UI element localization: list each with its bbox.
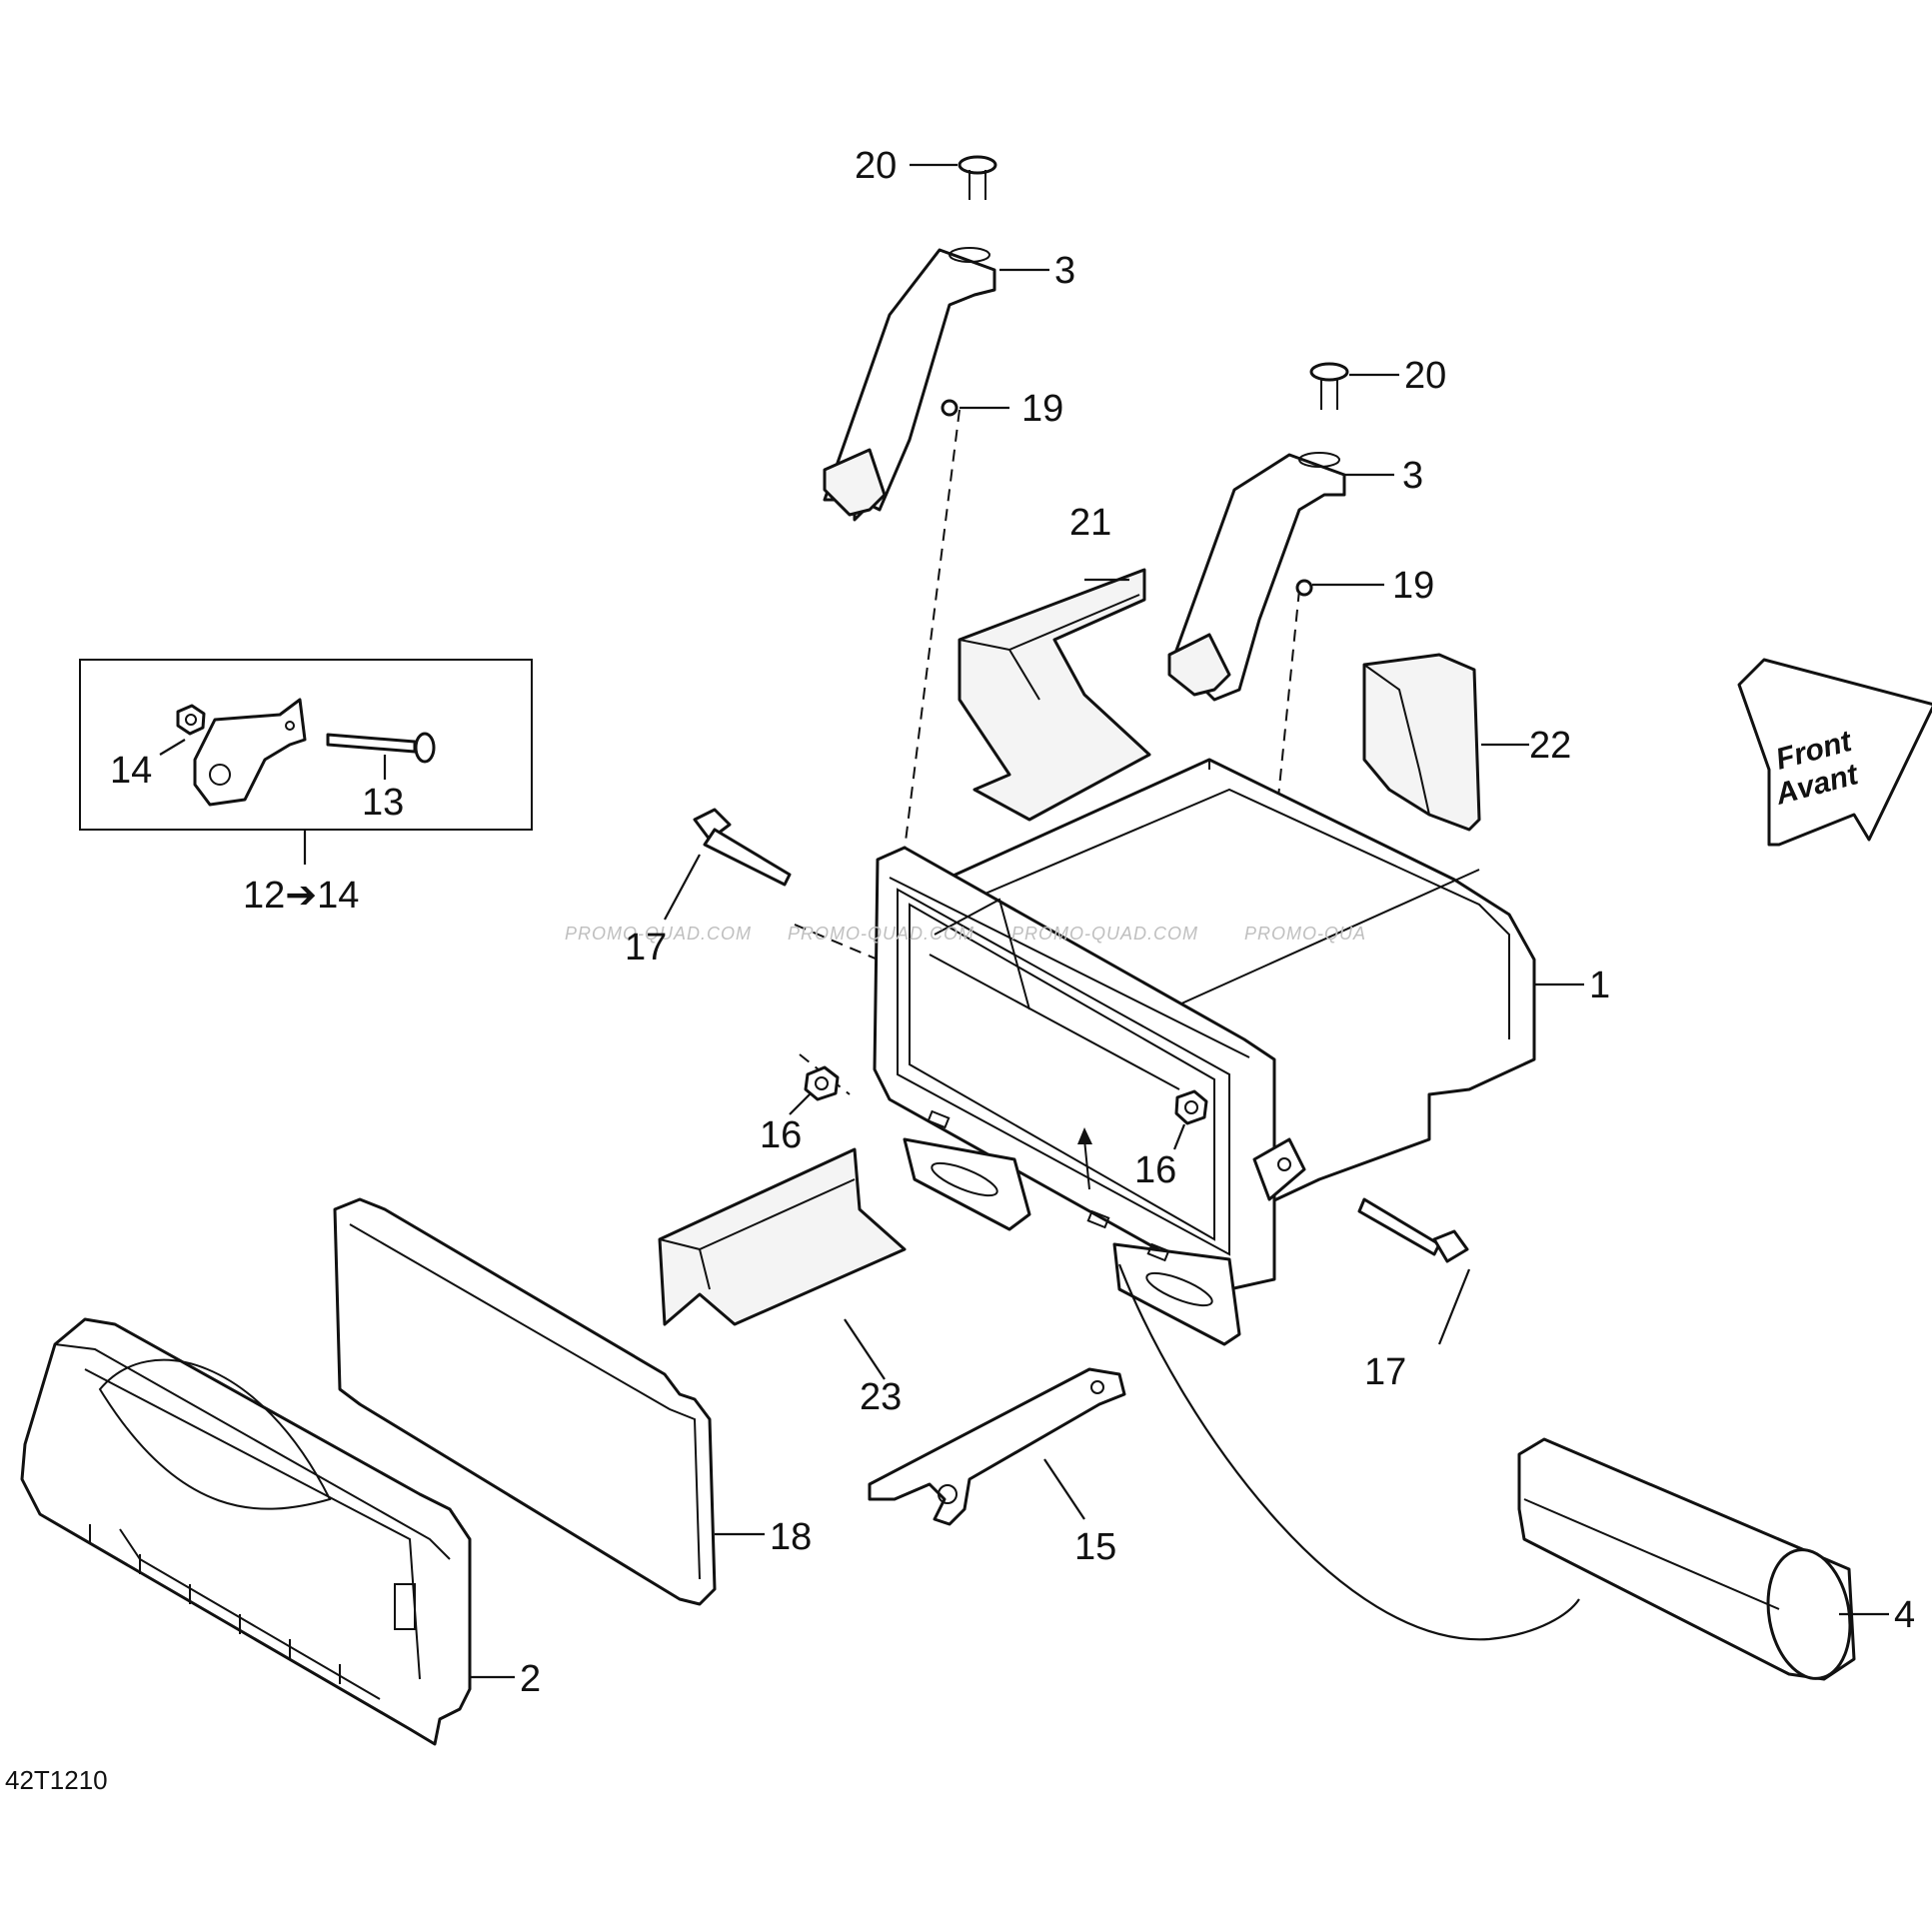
callout-17-right: 17 (1364, 1351, 1406, 1393)
callout-20-right: 20 (1404, 355, 1446, 397)
callout-15: 15 (1074, 1526, 1116, 1568)
kit-box-12-14 (79, 659, 533, 865)
watermark-1: PROMO-QUAD.COM (565, 924, 752, 944)
callout-3-left: 3 (1054, 250, 1075, 292)
front-direction-arrow: Front Avant (1737, 658, 1932, 847)
washer-part-19-left (941, 399, 959, 417)
callout-19-left: 19 (1021, 388, 1063, 430)
drawing-reference: 42T1210 (5, 1765, 108, 1795)
callout-22: 22 (1529, 725, 1571, 767)
callout-4: 4 (1894, 1594, 1915, 1636)
link-curve (1117, 1263, 1580, 1641)
callout-3-right: 3 (1402, 455, 1423, 497)
callout-17-left: 17 (625, 927, 667, 968)
callout-23: 23 (860, 1376, 902, 1418)
foam-part-4 (1517, 1437, 1856, 1681)
callout-21: 21 (1069, 502, 1111, 544)
handle-part-3-left (823, 247, 996, 522)
callout-13: 13 (362, 782, 404, 824)
nut-part-16-right (1174, 1089, 1208, 1125)
panel-part-21 (958, 568, 1151, 822)
rivet-part-20-left (958, 155, 997, 200)
callout-numbers: 20 3 19 20 3 21 19 22 1 14 13 12➔14 17 1… (110, 145, 1915, 1700)
leader-lines (470, 163, 1889, 1679)
cover-part-2 (20, 1317, 472, 1746)
callout-16-right: 16 (1134, 1149, 1176, 1191)
watermark-2: PROMO-QUAD.COM (788, 924, 974, 944)
rivet-part-20-right (1309, 362, 1349, 410)
callout-16-left: 16 (760, 1114, 802, 1156)
wrench-part-15 (868, 1367, 1126, 1526)
callout-14: 14 (110, 750, 152, 792)
callout-19-right: 19 (1392, 565, 1434, 607)
side-panel-part-22 (1362, 653, 1481, 832)
callout-20-left: 20 (855, 145, 897, 187)
callout-18: 18 (770, 1516, 812, 1558)
bolt-part-17-right (1357, 1197, 1469, 1263)
watermark-3: PROMO-QUAD.COM (1011, 924, 1198, 944)
watermarks: PROMO-QUAD.COM PROMO-QUAD.COM PROMO-QUAD… (565, 924, 1366, 944)
nut-part-16-left (804, 1065, 840, 1101)
gasket-part-18 (333, 1197, 717, 1606)
bolt-part-17-left (693, 808, 792, 887)
handle-part-3-right (1167, 452, 1346, 702)
callout-2: 2 (520, 1658, 541, 1700)
washer-part-19-right (1295, 579, 1313, 597)
storage-box-part-1 (873, 758, 1536, 1346)
watermark-4: PROMO-QUA (1244, 924, 1366, 944)
kit-label-12-14: 12➔14 (243, 875, 359, 917)
shield-part-23 (658, 1147, 907, 1326)
callout-1: 1 (1589, 965, 1610, 1006)
